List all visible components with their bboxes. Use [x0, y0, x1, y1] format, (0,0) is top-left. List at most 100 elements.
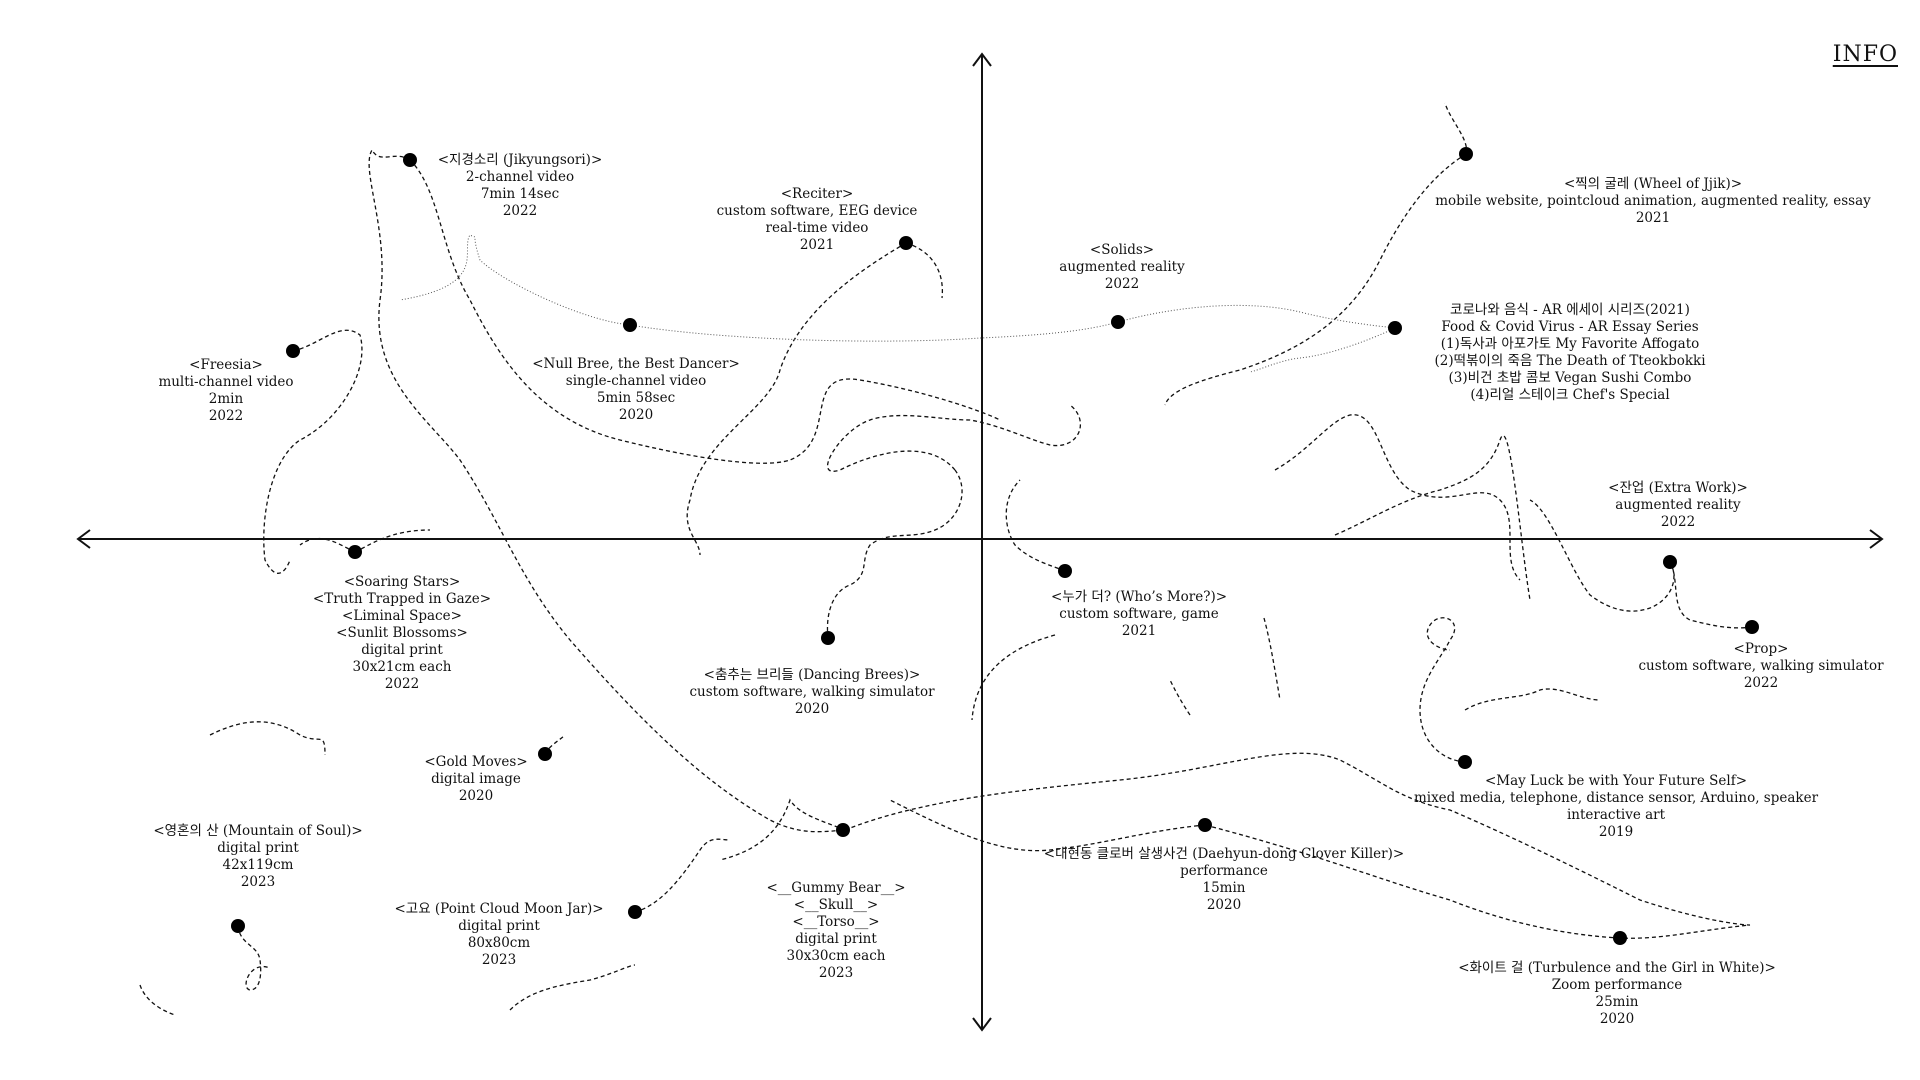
work-detail: 30x21cm each [352, 659, 452, 675]
work-dot[interactable] [538, 747, 552, 761]
work-detail: 25min [1595, 994, 1639, 1010]
work-dot[interactable] [286, 344, 300, 358]
trajectory-clover [889, 799, 1206, 852]
trajectory-may-luck [1419, 617, 1466, 763]
work-detail: performance [1180, 863, 1268, 879]
work-label[interactable]: <Soaring Stars><Truth Trapped in Gaze><L… [313, 574, 491, 693]
work-dot[interactable] [348, 545, 362, 559]
work-detail: digital image [431, 771, 521, 787]
trajectory-mountain-2 [139, 984, 176, 1016]
work-label[interactable]: <찍의 굴레 (Wheel of Jjik)>mobile website, p… [1435, 176, 1871, 227]
work-detail: 2023 [481, 952, 517, 968]
work-detail: mixed media, telephone, distance sensor,… [1413, 790, 1819, 806]
work-detail: 2022 [1743, 675, 1779, 691]
axes [76, 52, 1884, 1032]
work-detail: multi-channel video [158, 374, 294, 390]
work-detail: digital print [795, 931, 877, 947]
work-detail: 2023 [818, 965, 854, 981]
work-detail: (2)떡볶이의 죽음 The Death of Tteokbokki [1434, 353, 1706, 369]
work-detail: custom software, walking simulator [689, 684, 935, 700]
work-dot[interactable] [623, 318, 637, 332]
work-detail: 2020 [458, 788, 494, 804]
trajectory-freesia [263, 329, 363, 574]
x-axis-right-arrow [1869, 529, 1884, 549]
work-detail: 2020 [794, 701, 830, 717]
work-label[interactable]: <__Gummy Bear__><__Skull__><__Torso__>di… [766, 880, 905, 982]
work-dot[interactable] [1198, 818, 1212, 832]
work-detail: Zoom performance [1551, 977, 1683, 993]
work-detail: 15min [1202, 880, 1246, 896]
work-detail: 2022 [384, 676, 420, 692]
work-label[interactable]: <Prop>custom software, walking simulator… [1638, 641, 1883, 692]
work-dot[interactable] [1663, 555, 1677, 569]
work-detail: augmented reality [1059, 259, 1185, 275]
work-detail: 2020 [618, 407, 654, 423]
trajectory-whos-more [1005, 479, 1066, 572]
trajectory-big-loop [844, 752, 1751, 939]
work-detail: <Truth Trapped in Gaze> [312, 591, 492, 607]
trajectory-null-bree [399, 234, 631, 326]
work-dot[interactable] [1613, 931, 1627, 945]
trajectory-mountain [237, 925, 271, 991]
work-dot[interactable] [1745, 620, 1759, 634]
work-detail: 2020 [1599, 1011, 1635, 1027]
work-dot[interactable] [231, 919, 245, 933]
work-dot[interactable] [1458, 755, 1472, 769]
trajectory-right-mid-2 [1334, 435, 1531, 601]
trajectory-right-low [1169, 617, 1281, 716]
work-detail: 7min 14sec [480, 186, 560, 202]
trajectory-soaring-left [299, 537, 356, 553]
trajectory-jikyungsori [368, 148, 846, 833]
work-title: <Freesia> [189, 357, 263, 373]
work-label[interactable]: <화이트 걸 (Turbulence and the Girl in White… [1458, 960, 1776, 1028]
trajectory-reciter [686, 242, 907, 556]
trajectory-wheel [1164, 153, 1467, 406]
work-detail: Food & Covid Virus - AR Essay Series [1441, 319, 1699, 335]
work-dot[interactable] [1058, 564, 1072, 578]
work-label[interactable]: <May Luck be with Your Future Self>mixed… [1414, 773, 1818, 841]
work-title: <지경소리 (Jikyungsori)> [437, 152, 603, 168]
work-dot[interactable] [821, 631, 835, 645]
work-detail: <Sunlit Blossoms> [336, 625, 468, 641]
work-label[interactable]: <고요 (Point Cloud Moon Jar)>digital print… [394, 901, 603, 969]
info-link[interactable]: INFO [1832, 42, 1898, 67]
work-label[interactable]: <춤추는 브리들 (Dancing Brees)>custom software… [689, 667, 934, 718]
work-label[interactable]: <대현동 클로버 살생사건 (Daehyun-dong Clover Kille… [1044, 846, 1404, 914]
work-dot[interactable] [1388, 321, 1402, 335]
work-dot[interactable] [899, 236, 913, 250]
trajectory-solids-to-food [1117, 304, 1396, 329]
work-dot[interactable] [836, 823, 850, 837]
work-detail: 2021 [1121, 623, 1157, 639]
dotted-trajectories [399, 234, 1396, 373]
work-detail: 2022 [502, 203, 538, 219]
work-dot[interactable] [403, 153, 417, 167]
work-detail: custom software, EEG device [716, 203, 918, 219]
trajectory-jikyungsori-2 [409, 159, 1001, 464]
work-dot[interactable] [628, 905, 642, 919]
trajectory-gummy [719, 798, 846, 861]
work-detail: <__Torso__> [792, 914, 880, 930]
work-title: <May Luck be with Your Future Self> [1484, 773, 1748, 789]
work-label[interactable]: <누가 더? (Who’s More?)>custom software, ga… [1051, 589, 1227, 640]
work-detail: 2022 [1104, 276, 1140, 292]
work-detail: custom software, game [1059, 606, 1219, 622]
work-detail: 80x80cm [467, 935, 531, 951]
work-label[interactable]: 코로나와 음식 - AR 에세이 시리즈(2021)Food & Covid V… [1434, 302, 1705, 404]
work-detail: augmented reality [1615, 497, 1741, 513]
work-dot[interactable] [1459, 147, 1473, 161]
work-title: <Solids> [1089, 242, 1155, 258]
work-detail: 5min 58sec [596, 390, 676, 406]
work-detail: (3)비건 초밥 콤보 Vegan Sushi Combo [1448, 370, 1692, 386]
trajectory-moonjar [634, 838, 731, 913]
work-label[interactable]: <Null Bree, the Best Dancer>single-chann… [532, 356, 740, 424]
work-dot[interactable] [1111, 315, 1125, 329]
work-title: <잔업 (Extra Work)> [1608, 480, 1748, 496]
